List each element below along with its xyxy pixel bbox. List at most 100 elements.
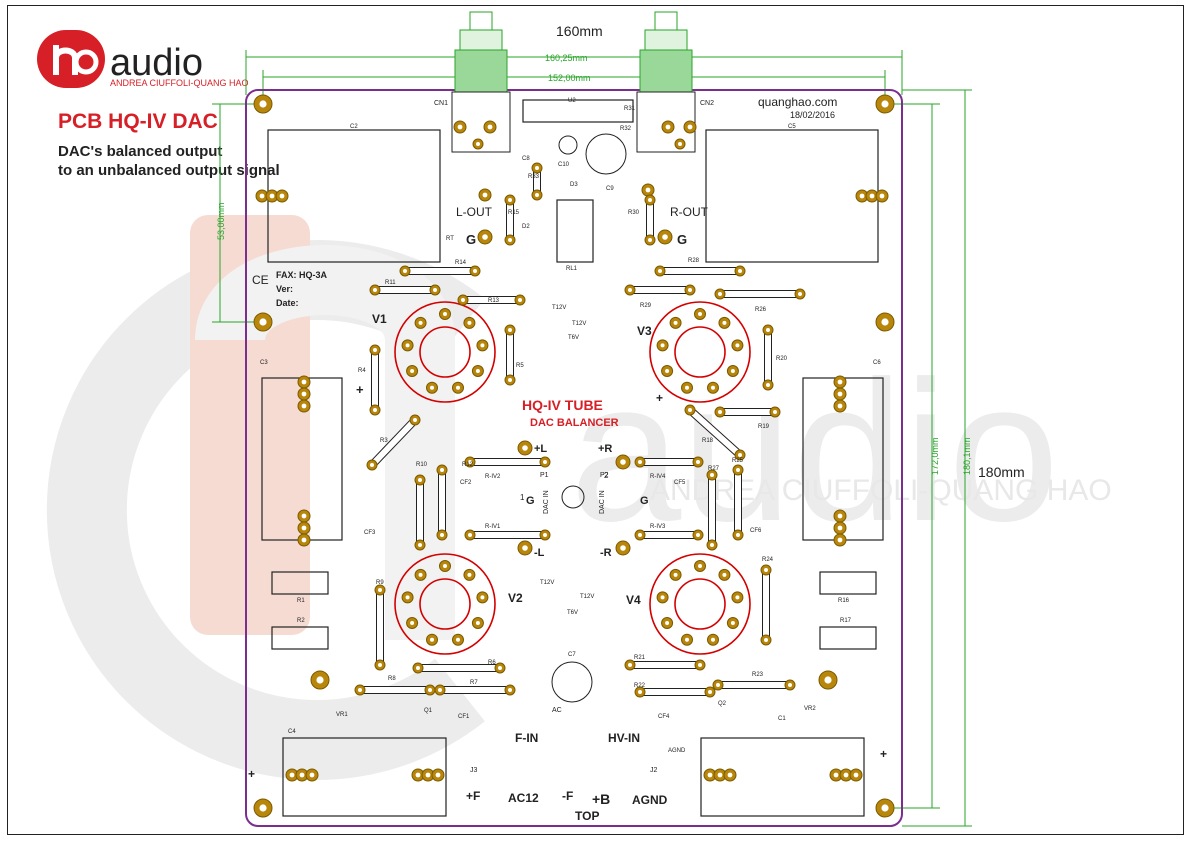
- cap-ref-c1: C1: [778, 716, 786, 722]
- resistor-footprint: [684, 404, 746, 461]
- j2-label: J2: [650, 767, 658, 774]
- resistor-footprint: [464, 529, 551, 541]
- logo-text: audio: [110, 42, 203, 84]
- plus-label-c5: +: [880, 747, 887, 761]
- tube-socket-v2: [394, 553, 496, 655]
- cap-ref-c10: C10: [558, 162, 570, 168]
- cap-ref-c3: C3: [260, 360, 268, 366]
- minus-f-label: -F: [562, 789, 573, 803]
- f-in-label: F-IN: [515, 731, 538, 745]
- resistor-footprint: [714, 406, 781, 418]
- resistor-footprint: [504, 194, 516, 246]
- res-ref-r8: R8: [388, 676, 396, 682]
- res-ref-r22: R22: [634, 683, 646, 689]
- cap-ref-c2: C2: [350, 124, 358, 130]
- res-ref-r16: R16: [838, 598, 850, 604]
- cap-ref-c8: C8: [522, 156, 530, 162]
- trace-label: T6V: [567, 610, 578, 616]
- res-ref-r29: R29: [640, 303, 652, 309]
- site-label: quanghao.com: [758, 95, 837, 109]
- semi-ref-vr2: VR2: [804, 706, 816, 712]
- cap-ref-c6: C6: [873, 360, 881, 366]
- resistor-footprint: [714, 288, 806, 300]
- cap-ref-c4: C4: [288, 729, 296, 735]
- res-ref-r12: R12: [462, 462, 474, 468]
- cap-ref-cf2: CF2: [460, 480, 472, 486]
- trace-label: T12V: [572, 321, 586, 327]
- plus-f-label: +F: [466, 789, 480, 803]
- cap-ref-cf1: CF1: [458, 714, 470, 720]
- resistor-footprint: [624, 284, 696, 296]
- dim-height-inner: 172,0mm: [930, 437, 940, 475]
- agnd-label: AGND: [632, 793, 668, 807]
- resistor-footprint: [504, 324, 516, 386]
- cap-ref-cf6: CF6: [750, 528, 762, 534]
- ce-mark: CE: [252, 273, 269, 287]
- g-label-center-left: G: [526, 495, 535, 507]
- semi-ref-vr1: VR1: [336, 712, 348, 718]
- resistor-footprint: [732, 464, 744, 541]
- semi-ref-q2: Q2: [718, 701, 727, 707]
- tube-label-v1: V1: [372, 312, 387, 326]
- center-title: HQ-IV TUBE: [522, 397, 603, 413]
- res-ref-r-iv4: R-IV4: [650, 474, 666, 480]
- r-out-label: R-OUT: [670, 205, 709, 219]
- resistor-footprint: [634, 686, 716, 698]
- resistor-footprint: [366, 414, 421, 471]
- plus-r-label: +R: [598, 443, 612, 455]
- g-label-left: G: [466, 232, 476, 247]
- cap-ref-cf4: CF4: [658, 714, 670, 720]
- resistor-footprint: [434, 684, 516, 696]
- resistor-footprint: [706, 469, 718, 551]
- res-ref-r3: R3: [380, 438, 388, 444]
- hq-logo: audio ANDREA CIUFFOLI-QUANG HAO: [37, 30, 249, 88]
- j3-label: J3: [470, 767, 478, 774]
- resistor-footprint: [412, 662, 506, 674]
- plus-b-label: +B: [592, 791, 610, 807]
- tube-socket-v4: [649, 553, 751, 655]
- l-out-label: L-OUT: [456, 205, 493, 219]
- res-ref-r18: R18: [702, 438, 714, 444]
- res-ref-r17: R17: [840, 618, 852, 624]
- dim-width-top: 160mm: [556, 23, 603, 39]
- ver-label: Ver:: [276, 284, 293, 294]
- semi-ref-q1: Q1: [424, 708, 433, 714]
- res-ref-r27: R27: [708, 466, 720, 472]
- resistor-footprint: [399, 265, 481, 277]
- resistor-footprint: [634, 529, 704, 541]
- bnc-connector-cn2: [636, 11, 696, 153]
- res-ref-r7: R7: [470, 680, 478, 686]
- res-ref-r14: R14: [455, 260, 467, 266]
- plus-label-c4: +: [248, 767, 255, 781]
- resistor-footprint: [374, 584, 386, 671]
- watermark-subtext: ANDREA CIUFFOLI-QUANG HAO: [650, 474, 1112, 507]
- plus-label-v1: +: [356, 382, 364, 397]
- cap-ref-cf3: CF3: [364, 530, 376, 536]
- res-ref-r-iv3: R-IV3: [650, 524, 666, 530]
- resistor-footprint: [531, 162, 543, 201]
- resistor-footprint: [762, 324, 774, 391]
- top-label: TOP: [575, 809, 599, 823]
- res-ref-r-iv2: R-IV2: [485, 474, 501, 480]
- g-label-right: G: [677, 232, 687, 247]
- resistor-footprint: [644, 194, 656, 246]
- tube-socket-v3: [649, 301, 751, 403]
- dim-height-left: 53,00mm: [216, 202, 226, 240]
- date-label: 18/02/2016: [790, 110, 835, 120]
- tube-socket-v1: [394, 301, 496, 403]
- trace-label: T6V: [568, 335, 579, 341]
- trace-label: T12V: [580, 594, 594, 600]
- plus-label-v3: +: [656, 391, 663, 405]
- resistor-footprint: [712, 679, 796, 691]
- resistor-footprint: [369, 344, 381, 416]
- cap-ref-cf5: CF5: [674, 480, 686, 486]
- tube-label-v3: V3: [637, 324, 652, 338]
- res-ref-r26: R26: [755, 307, 767, 313]
- res-ref-r-iv1: R-IV1: [485, 524, 501, 530]
- res-ref-r20: R20: [776, 356, 788, 362]
- res-ref-rt: RT: [446, 236, 454, 242]
- resistor-footprint: [414, 474, 426, 551]
- res-ref-r10: R10: [416, 462, 428, 468]
- res-ref-r24: R24: [762, 557, 774, 563]
